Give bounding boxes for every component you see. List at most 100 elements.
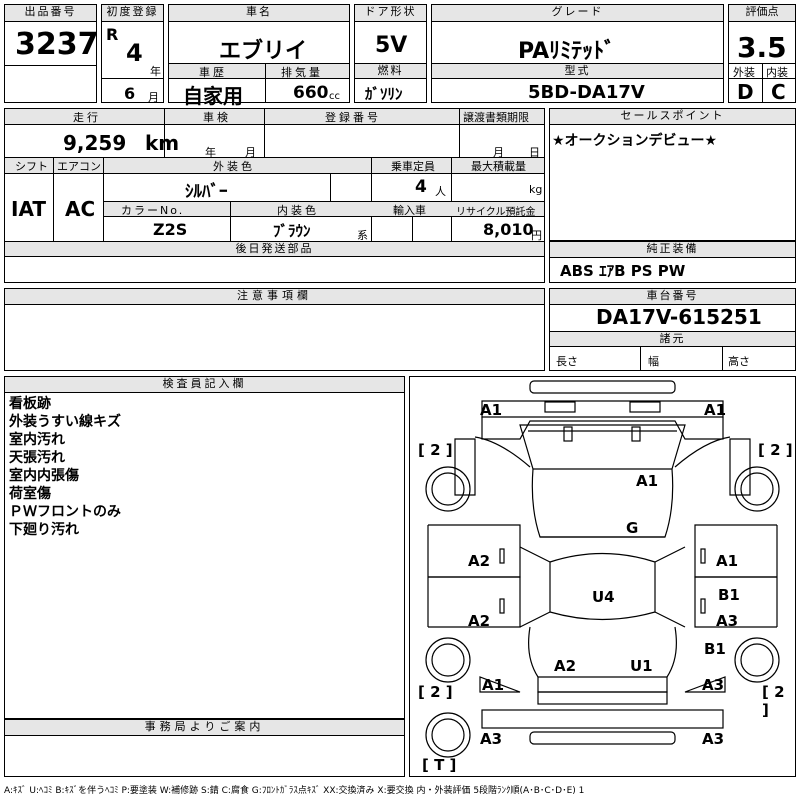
lot-number: 3237 (15, 27, 99, 62)
mileage: 9,259 (63, 131, 127, 155)
tire-mark-front-left: [ 2 ] (418, 441, 453, 459)
damage-mark: G (626, 519, 639, 537)
car-outline (425, 380, 780, 758)
score-box: 評価点 3.5 外装 内装 D C (728, 4, 796, 104)
inspection-month-unit: 月 (245, 146, 256, 159)
tire-mark-spare: [ T ] (422, 756, 457, 774)
parts-label: 後日発送部品 (5, 242, 544, 257)
recycle-label: リサイクル預託金 (456, 207, 536, 218)
lot-number-label: 出品番号 (5, 5, 96, 22)
first-registration-box: 初度登録 R 4 年 6 月 (101, 4, 164, 104)
sales-point-box: セールスポイント ★オークションデビュー★ (549, 108, 796, 241)
car-name-box: 車名 エブリイ 車歴 排気量 自家用 660 cc (168, 4, 350, 108)
interior-color-suffix: 系 (357, 229, 368, 242)
transfer-day-unit: 日 (529, 146, 540, 159)
registration-month: 6 (124, 84, 136, 103)
inspector-notes-box: 検査員記入欄 看板跡 外装うすい線キズ 室内汚れ 天張汚れ 室内内張傷 荷室傷 … (4, 376, 405, 719)
inspector-note: 看板跡 (9, 396, 51, 412)
tire-mark-rear-right: [ 2 ] (762, 683, 785, 719)
tire-mark-rear-left: [ 2 ] (418, 683, 453, 701)
damage-mark: A1 (704, 401, 727, 419)
inspection-label: 車検 (203, 111, 231, 124)
inspector-note: 下廻り汚れ (9, 522, 79, 538)
overall-score: 3.5 (737, 31, 787, 64)
sales-point: ★オークションデビュー★ (552, 133, 718, 149)
recycle-unit: 円 (531, 229, 542, 242)
length-label: 長さ (556, 355, 578, 368)
mileage-unit: km (145, 131, 180, 155)
registration-year: 4 (126, 39, 143, 67)
car-name: エブリイ (219, 39, 308, 64)
inspector-notes-list: 看板跡 外装うすい線キズ 室内汚れ 天張汚れ 室内内張傷 荷室傷 ＰＷフロントの… (9, 395, 121, 539)
import-label: 輸入車 (393, 204, 426, 217)
damage-mark: A2 (468, 552, 491, 570)
lot-number-box: 出品番号 3237 (4, 4, 99, 103)
damage-mark: A2 (554, 657, 577, 675)
damage-mark: A3 (480, 730, 503, 748)
tire-mark-front-right: [ 2 ] (758, 441, 793, 459)
chassis-label: 車台番号 (550, 289, 795, 305)
mileage-label: 走行 (73, 111, 101, 124)
damage-mark: U1 (630, 657, 653, 675)
aircon: AC (65, 197, 96, 221)
grade: PAﾘﾐﾃｯﾄﾞ (518, 39, 616, 64)
max-load-unit: kg (529, 183, 543, 196)
grade-box: グレード PAﾘﾐﾃｯﾄﾞ 型式 5BD-DA17V (431, 4, 724, 103)
inspection-year-unit: 年 (205, 146, 216, 159)
equipment: ABS ｴｱB PS PW (560, 262, 686, 280)
inspector-notes-label: 検査員記入欄 (5, 377, 404, 393)
inspector-note: 室内内張傷 (9, 468, 79, 484)
interior-grade: C (771, 80, 786, 104)
vehicle-details-box: 走行 車検 登録番号 譲渡書類期限 9,259 km 年 月 月 日 シフト エ… (4, 108, 545, 283)
capacity: 4 (415, 177, 427, 197)
exterior-grade: D (737, 80, 754, 104)
max-load-label: 最大積載量 (471, 160, 526, 173)
notes-box: 注意事項欄 (4, 288, 545, 371)
capacity-label: 乗車定員 (391, 160, 435, 173)
interior-color: ﾌﾞﾗｳﾝ (273, 222, 311, 240)
exterior-color: ｼﾙﾊﾞｰ (185, 182, 228, 202)
damage-diagram: [ 2 ] [ 2 ] [ 2 ] [ 2 ] [ T ] A1 A1 A1 G… (409, 376, 796, 777)
first-registration-label: 初度登録 (102, 5, 163, 22)
displacement: 660 (293, 83, 329, 103)
notes-label: 注意事項欄 (5, 289, 544, 305)
damage-mark: A1 (480, 401, 503, 419)
interior-label: 内装 (766, 66, 788, 79)
displacement-unit: cc (329, 91, 340, 102)
registration-number-label: 登録番号 (325, 111, 381, 124)
equipment-label: 純正装備 (550, 242, 795, 258)
door-label: ドア形状 (355, 5, 426, 22)
inspector-note: 荷室傷 (9, 486, 51, 502)
damage-mark: U4 (592, 588, 615, 606)
era: R (106, 25, 119, 44)
width-label: 幅 (648, 355, 659, 368)
damage-mark: A1 (636, 472, 659, 490)
damage-mark: B1 (718, 586, 740, 604)
door-type: 5V (375, 33, 408, 58)
shift: IAT (11, 197, 47, 221)
shift-label: シフト (15, 160, 48, 173)
fuel-label: 燃料 (355, 64, 426, 79)
model-code: 5BD-DA17V (528, 82, 645, 103)
exterior-color-label: 外装色 (213, 160, 255, 173)
specs-label: 諸元 (550, 332, 795, 347)
car-name-label: 車名 (169, 5, 349, 22)
sales-point-label: セールスポイント (550, 109, 795, 125)
damage-mark: A1 (716, 552, 739, 570)
fuel: ｶﾞｿﾘﾝ (365, 85, 403, 103)
damage-mark: A1 (482, 676, 505, 694)
damage-legend: A:ｷｽﾞ U:ﾍｺﾐ B:ｷｽﾞを伴うﾍｺﾐ P:要塗装 W:補修跡 S:錆 … (4, 786, 585, 796)
office-info-label: 事務局よりご案内 (5, 720, 404, 736)
car-history-label: 車歴 (199, 66, 227, 79)
inspector-note: 天張汚れ (9, 450, 65, 466)
month-unit: 月 (148, 91, 159, 104)
damage-mark: A2 (468, 612, 491, 630)
height-label: 高さ (728, 355, 750, 368)
year-unit: 年 (150, 65, 161, 78)
recycle-fee: 8,010 (483, 220, 534, 239)
aircon-label: エアコン (57, 160, 101, 173)
color-number: Z2S (153, 220, 188, 239)
damage-mark: A3 (702, 730, 725, 748)
transfer-deadline-label: 譲渡書類期限 (463, 111, 529, 124)
damage-mark: A3 (716, 612, 739, 630)
